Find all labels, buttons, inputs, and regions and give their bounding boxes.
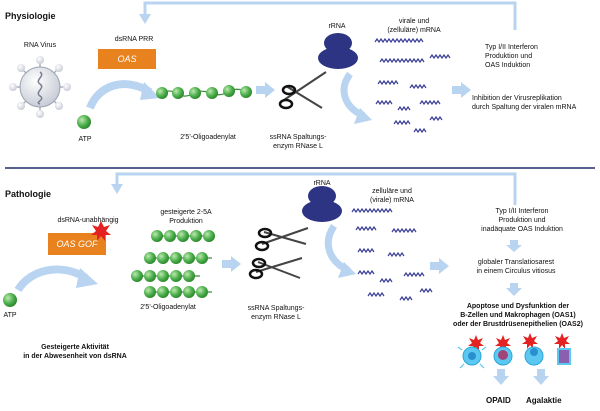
mrna-strands-pathology	[351, 207, 433, 302]
affected-cells	[457, 333, 571, 385]
scissors-icon-1	[254, 227, 309, 252]
scissors-icon	[278, 71, 327, 110]
oas-gof-box: OAS GOF	[48, 233, 106, 255]
arrow-to-arrest-pathology	[430, 258, 449, 274]
inhibition-label: Inhibition der Virusreplikation durch Sp…	[472, 95, 577, 111]
rrna-label-pathology: rRNA	[313, 180, 331, 187]
apoptosis-label: Apoptose und Dysfunktion der B-Zellen un…	[453, 303, 583, 328]
oligoadenylate-label-pathology: 2'5'-Oligoadenylat	[140, 304, 196, 311]
oas-box: OAS	[98, 49, 156, 69]
agalaktie-label: Agalaktie	[526, 396, 562, 405]
feedback-arrow-pathology	[111, 172, 517, 205]
oas-reaction-arrow	[86, 80, 160, 110]
arrow-to-opaid	[493, 369, 509, 385]
atp-label: ATP	[78, 136, 92, 143]
oas-gof-label: OAS GOF	[56, 239, 98, 249]
gof-reaction-arrow	[14, 265, 98, 293]
mammary-cell-icon	[557, 348, 571, 365]
ribosome-icon	[318, 33, 358, 69]
scissors-icon-2	[248, 257, 303, 280]
rna-virus-label: RNA Virus	[23, 42, 57, 49]
increased-2-5a-label: gesteigerte 2-5A Produktion	[160, 209, 212, 225]
arrow-down-arrest	[506, 283, 522, 296]
rnase-l-label-pathology: ssRNA Spaltungs- enzym RNase L	[247, 305, 305, 321]
oas-label: OAS	[117, 54, 137, 64]
gof-burst-icon	[91, 221, 111, 241]
translation-arrest-label: globaler Translatiosarest in einem Circu…	[476, 259, 556, 275]
ribosome-icon-pathology	[302, 186, 342, 222]
mrna-label-pathology: zelluläre und (virale) mRNA	[370, 188, 414, 204]
arrow-to-agalaktie	[533, 369, 549, 385]
rna-virus-icon	[9, 56, 71, 118]
opaid-label: OPAID	[486, 396, 511, 405]
atp-molecule-pathology	[3, 293, 17, 307]
rrna-label: rRNA	[328, 23, 346, 30]
arrow-down-interferon	[506, 240, 522, 252]
interferon-label: Typ I/II Interferon Produktion und OAS I…	[485, 44, 538, 69]
mrna-strands-physiology	[374, 37, 451, 134]
oligoadenylate-label: 2'5'-Oligoadenylat	[180, 134, 236, 141]
mrna-label: virale und (zelluläre) mRNA	[387, 18, 441, 34]
arrow-to-inhibition-physiology	[452, 82, 471, 98]
physiology-heading: Physiologie	[5, 11, 56, 21]
feedback-arrow-physiology	[139, 1, 517, 30]
oligoadenylate-cluster	[131, 230, 215, 298]
oligoadenylate-chain	[156, 85, 252, 99]
curved-arrow-physiology	[340, 71, 372, 124]
activity-label: Gesteigerte Aktivität in der Abwesenheit…	[23, 344, 127, 360]
arrow-to-rnase-pathology	[222, 256, 241, 272]
pathology-heading: Pathologie	[5, 189, 52, 199]
mammary-epithelial-icon	[524, 346, 544, 366]
atp-label-pathology: ATP	[3, 312, 17, 319]
dsrna-independent-label: dsRNA-unabhängig	[57, 217, 119, 224]
b-cell-icon	[457, 346, 487, 369]
arrow-to-rnase-physiology	[256, 82, 275, 98]
interferon-label-pathology: Typ I/II Interferon Produktion und inadä…	[481, 208, 563, 233]
dsrna-prr-label: dsRNA PRR	[114, 36, 154, 43]
curved-arrow-pathology	[324, 224, 356, 278]
atp-molecule	[77, 115, 91, 129]
macrophage-icon	[493, 346, 513, 366]
rnase-l-label: ssRNA Spaltungs- enzym RNase L	[269, 134, 327, 150]
